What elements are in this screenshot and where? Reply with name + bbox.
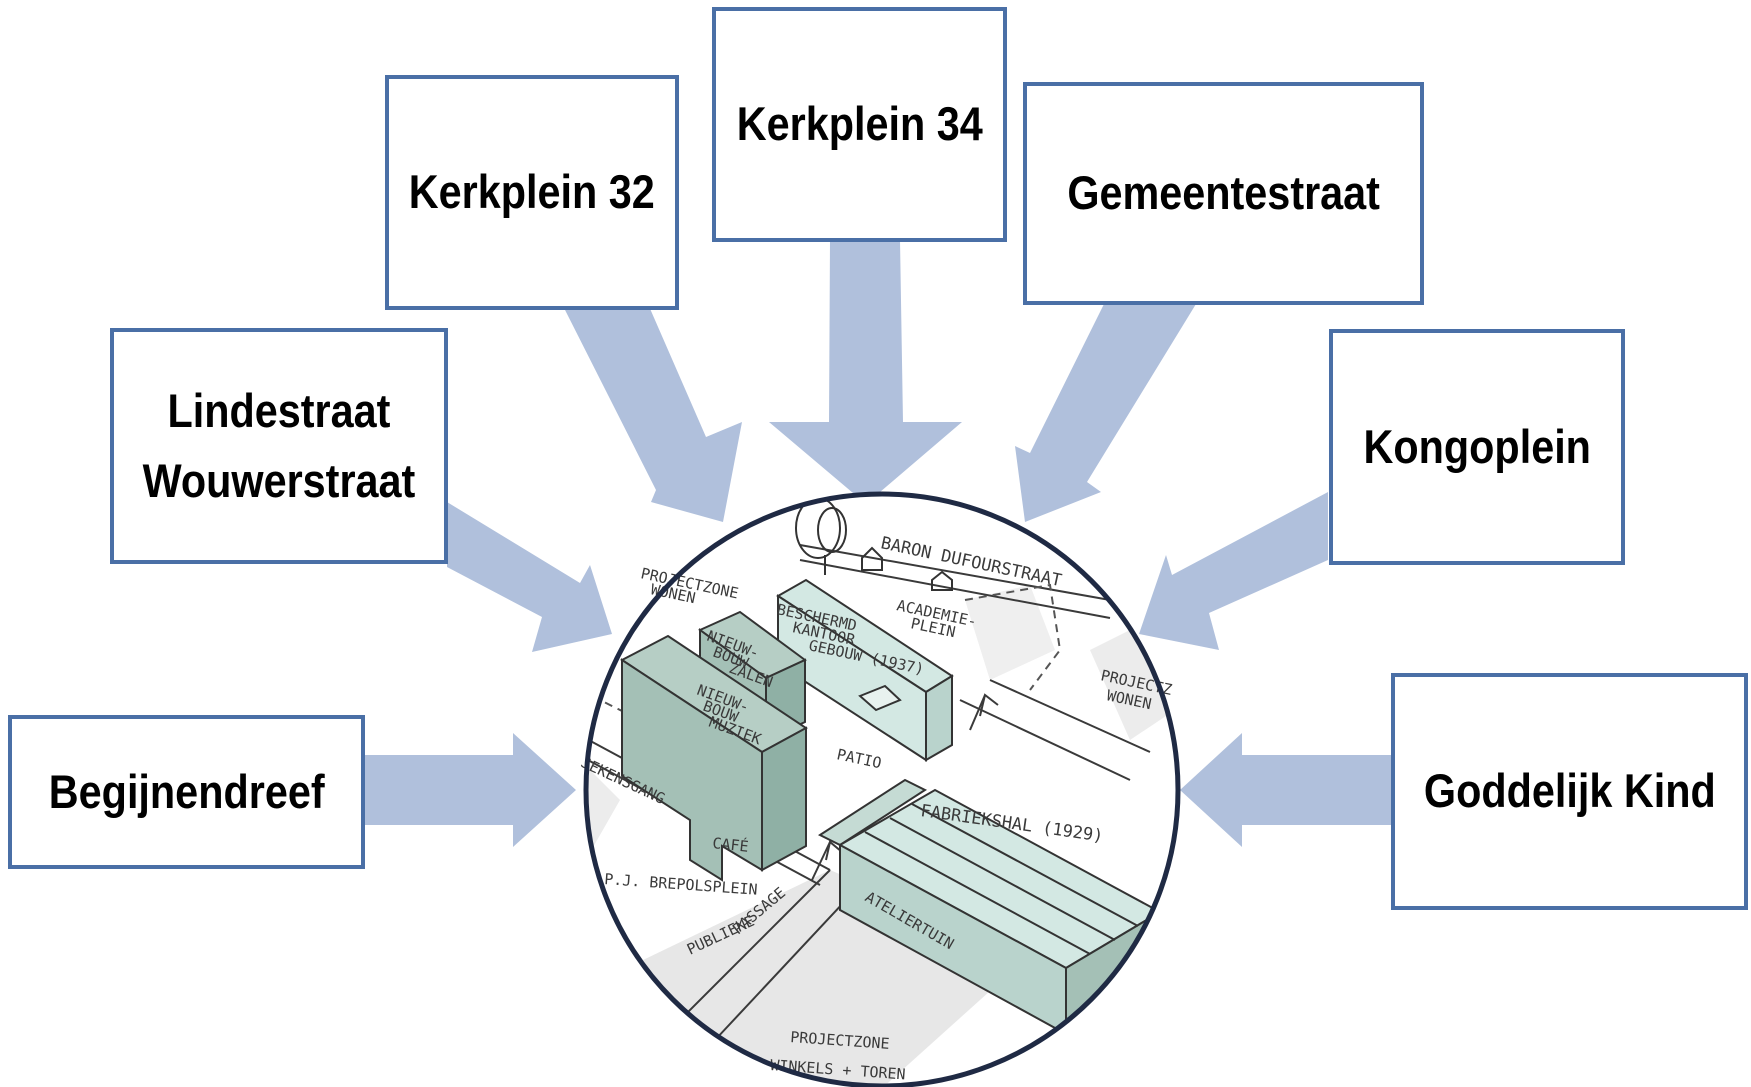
site-sketch-border bbox=[583, 491, 1181, 1087]
box-lindestraat: Lindestraat Wouwerstraat bbox=[110, 328, 448, 564]
arrows bbox=[363, 240, 1392, 847]
label-begijnendreef: Begijnendreef bbox=[48, 764, 325, 818]
box-begijnendreef: Begijnendreef bbox=[8, 715, 365, 869]
site-sketch: BARON DUFOURSTRAAT PROJECTZONE WONEN BES… bbox=[578, 491, 1181, 1087]
ground-zone-left bbox=[586, 740, 620, 870]
box-gemeentestraat: Gemeentestraat bbox=[1023, 82, 1424, 305]
arrow-kerkplein32 bbox=[562, 304, 742, 522]
arrow-goddelijk-kind bbox=[1180, 733, 1392, 847]
arrow-gemeentestraat bbox=[1015, 304, 1196, 522]
arrow-kongoplein bbox=[1139, 492, 1328, 650]
arrow-kerkplein34 bbox=[769, 240, 962, 504]
building-beschermd-side bbox=[925, 674, 953, 762]
ground-zone-topright bbox=[965, 585, 1055, 680]
box-kerkplein32: Kerkplein 32 bbox=[385, 75, 679, 310]
label-kerkplein34: Kerkplein 34 bbox=[736, 97, 983, 151]
label-lindestraat: Lindestraat Wouwerstraat bbox=[142, 383, 416, 508]
label-kerkplein32: Kerkplein 32 bbox=[409, 165, 655, 219]
box-goddelijk-kind: Goddelijk Kind bbox=[1391, 673, 1748, 910]
box-kerkplein34: Kerkplein 34 bbox=[712, 7, 1007, 242]
sketch-label-cafe: CAFÉ bbox=[712, 833, 750, 856]
building-connector bbox=[817, 778, 928, 847]
label-goddelijk-kind: Goddelijk Kind bbox=[1423, 764, 1716, 818]
arrow-lindestraat bbox=[447, 502, 612, 652]
label-gemeentestraat: Gemeentestraat bbox=[1067, 166, 1380, 220]
arrow-begijnendreef bbox=[363, 733, 576, 847]
label-kongoplein: Kongoplein bbox=[1363, 419, 1591, 473]
box-kongoplein: Kongoplein bbox=[1329, 329, 1625, 565]
